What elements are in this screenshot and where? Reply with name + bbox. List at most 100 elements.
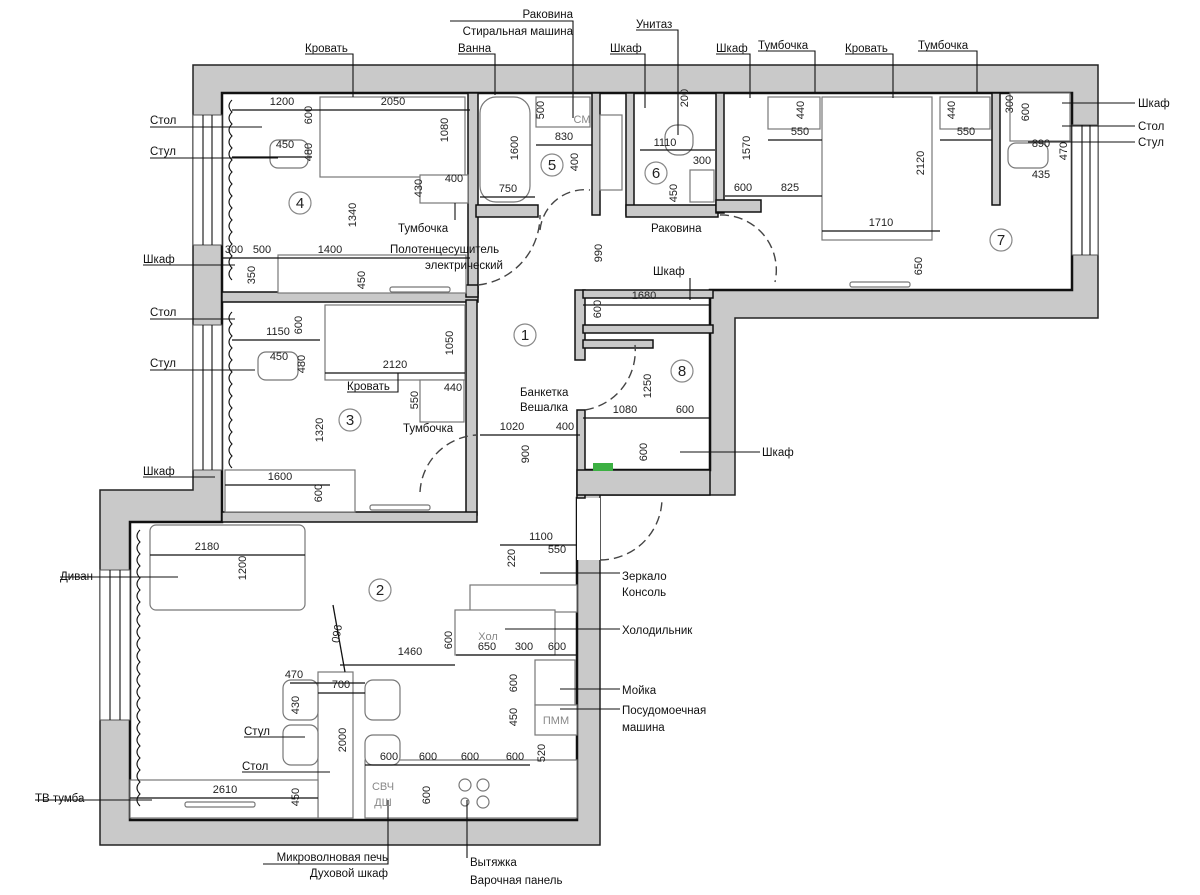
furniture-label: Стол bbox=[1138, 121, 1164, 133]
dimension-value: 350 bbox=[246, 266, 258, 284]
dimension-value: 600 bbox=[506, 751, 524, 763]
leader-line bbox=[305, 53, 354, 97]
leader-line bbox=[918, 50, 978, 93]
furniture-label: Тумбочка bbox=[398, 223, 449, 235]
dimension-value: 600 bbox=[592, 300, 604, 318]
dimension-value: 440 bbox=[946, 101, 958, 119]
furniture-label: ТВ тумба bbox=[35, 793, 85, 805]
furniture-label: Кровать bbox=[305, 43, 348, 55]
dimension-value: 450 bbox=[290, 788, 302, 806]
furniture-label: Стул bbox=[150, 358, 176, 370]
fixture-text: Хол bbox=[478, 631, 498, 643]
furniture-label: Стол bbox=[150, 307, 176, 319]
fixture-text: СМ bbox=[574, 114, 591, 126]
dimension-value: 450 bbox=[276, 139, 294, 151]
leader-line bbox=[450, 20, 574, 118]
furniture-label: Варочная панель bbox=[470, 875, 562, 887]
leader-line bbox=[610, 53, 646, 108]
toilet bbox=[664, 124, 694, 156]
sink-room6 bbox=[689, 169, 715, 203]
dimension-value: 600 bbox=[443, 631, 455, 649]
bed-room7 bbox=[821, 96, 933, 241]
furniture-label: Стиральная машина bbox=[463, 26, 574, 38]
bathtub bbox=[479, 96, 531, 203]
dimension-value: 600 bbox=[508, 674, 520, 692]
leader-line bbox=[347, 373, 399, 393]
furniture-label: Полотенцесушитель bbox=[390, 244, 499, 256]
furniture-label: машина bbox=[622, 722, 665, 734]
furniture-label: Диван bbox=[60, 571, 93, 583]
kitchen-counter bbox=[364, 759, 578, 819]
dimension-value: 1570 bbox=[741, 136, 753, 160]
dimension-value: 2120 bbox=[915, 151, 927, 175]
dimension-value: 2180 bbox=[195, 541, 219, 553]
leader-line bbox=[716, 53, 751, 98]
windows bbox=[99, 114, 1099, 721]
dimension-value: 600 bbox=[1020, 103, 1032, 121]
room-number-circle bbox=[540, 153, 564, 177]
nightstand-room4 bbox=[419, 174, 469, 204]
dimension-value: 1200 bbox=[270, 96, 294, 108]
entrance-opening bbox=[577, 498, 600, 560]
dimension-value: 990 bbox=[593, 244, 605, 262]
dimension-value: 450 bbox=[356, 271, 368, 289]
dimension-value: 650 bbox=[478, 641, 496, 653]
dining-table bbox=[317, 671, 354, 819]
dimension-value: 830 bbox=[555, 131, 573, 143]
dimension-value: 1110 bbox=[654, 137, 677, 149]
dimension-value: 300 bbox=[225, 244, 243, 256]
furniture-label: Стол bbox=[242, 761, 268, 773]
dimension-value: 600 bbox=[380, 751, 398, 763]
nightstand-room7 bbox=[939, 96, 991, 130]
towel-dryer bbox=[599, 114, 623, 191]
tv bbox=[849, 281, 911, 288]
doors bbox=[419, 188, 778, 561]
tv bbox=[389, 286, 451, 293]
furniture-label: Стул bbox=[150, 146, 176, 158]
window bbox=[1071, 124, 1099, 256]
furniture-label: Стол bbox=[150, 115, 176, 127]
dimension-value: 500 bbox=[535, 101, 547, 119]
dimension-line bbox=[332, 604, 346, 673]
furniture-label: Шкаф bbox=[610, 43, 642, 55]
tv bbox=[369, 504, 431, 511]
fridge bbox=[454, 609, 556, 656]
tv bbox=[184, 801, 256, 808]
green-mark bbox=[593, 463, 613, 471]
furniture-label: Тумбочка bbox=[403, 423, 454, 435]
leader-line bbox=[758, 50, 816, 93]
room-number: 5 bbox=[548, 157, 556, 174]
dimension-value: 600 bbox=[676, 404, 694, 416]
bed-room3 bbox=[324, 304, 466, 381]
dimension-value: 500 bbox=[253, 244, 271, 256]
chair-room3 bbox=[257, 351, 299, 381]
dimension-value: 480 bbox=[303, 143, 315, 161]
leader-line bbox=[458, 53, 496, 95]
sofa bbox=[149, 524, 306, 611]
dimension-value: 400 bbox=[556, 421, 574, 433]
furniture-label: Шкаф bbox=[1138, 98, 1170, 110]
wardrobe-room3 bbox=[224, 469, 356, 513]
furniture-label: Шкаф bbox=[653, 266, 685, 278]
window bbox=[192, 324, 223, 471]
dimension-value: 1600 bbox=[268, 471, 292, 483]
room-number: 6 bbox=[652, 165, 660, 182]
dimension-value: 825 bbox=[781, 182, 799, 194]
furniture-label: Стул bbox=[244, 726, 270, 738]
room-number-circle bbox=[368, 578, 392, 602]
dimension-value: 550 bbox=[957, 126, 975, 138]
furniture-label: Микроволновая печь bbox=[277, 852, 388, 864]
dimension-value: 480 bbox=[296, 355, 308, 373]
room-number: 8 bbox=[678, 363, 686, 380]
dimension-value: 1050 bbox=[444, 331, 456, 355]
dimension-value: 1080 bbox=[613, 404, 637, 416]
dimension-value: 1340 bbox=[347, 203, 359, 227]
furniture-label: Духовой шкаф bbox=[310, 868, 388, 880]
furniture-label: Раковина bbox=[522, 9, 573, 21]
furniture-label: Банкетка bbox=[520, 387, 569, 399]
